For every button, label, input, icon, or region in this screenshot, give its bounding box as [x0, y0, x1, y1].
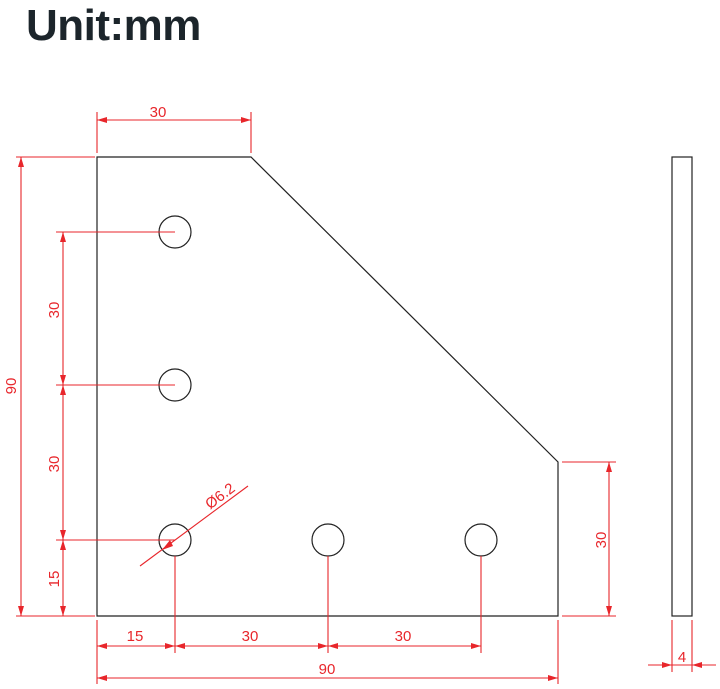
dim-right-edge: 30 [562, 461, 616, 617]
dim-horizontal-middle-label: 30 [242, 628, 259, 645]
dim-thickness: 4 [648, 620, 716, 672]
hole-bottom-right [464, 523, 498, 557]
dim-top-edge: 30 [96, 104, 252, 153]
dim-right-edge-label: 30 [593, 532, 610, 549]
dim-top-edge-label: 30 [150, 104, 167, 121]
dim-horizontal-right-label: 30 [395, 628, 412, 645]
dim-vertical-upper-label: 30 [46, 302, 63, 319]
plate-side-view [671, 156, 693, 617]
dim-vertical-lower-label: 30 [46, 456, 63, 473]
dim-vertical-bottom-label: 15 [46, 571, 63, 588]
hole-bottom-center [311, 523, 345, 557]
dim-total-width-label: 90 [319, 661, 336, 678]
dim-total-width: 90 [97, 661, 558, 681]
dim-vertical-chain: 30 30 15 [46, 231, 175, 617]
dim-horizontal-chain: 15 30 30 [96, 556, 559, 684]
dim-thickness-label: 4 [678, 649, 686, 666]
dim-total-height-label: 90 [3, 378, 20, 395]
unit-title: Unit:mm [26, 1, 201, 50]
dim-hole-diameter: Ø6.2 [139, 480, 249, 567]
dim-total-height: 90 [3, 156, 95, 617]
dim-horizontal-left-label: 15 [127, 628, 144, 645]
dim-hole-diameter-label: Ø6.2 [202, 480, 238, 513]
